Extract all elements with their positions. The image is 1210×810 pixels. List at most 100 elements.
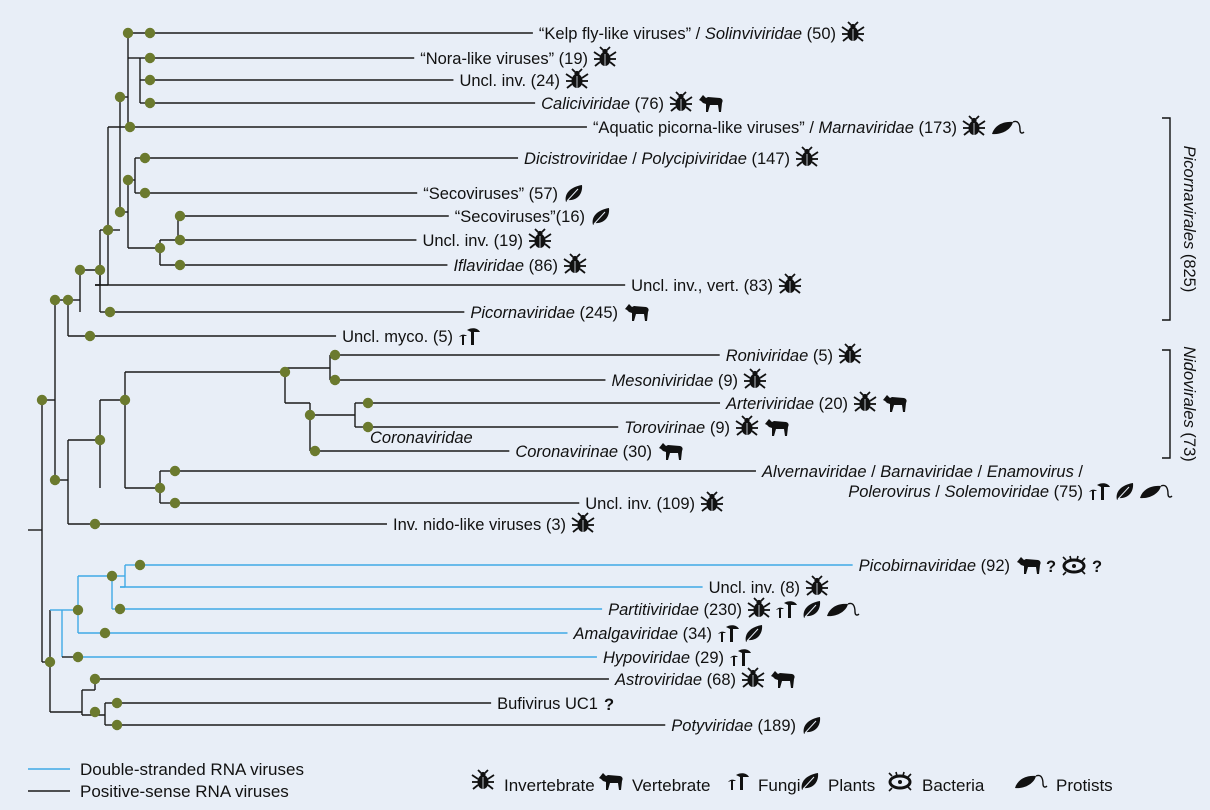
leaf-label-bufi: Bufivirus UC1 xyxy=(497,695,598,713)
protists-icon xyxy=(1015,774,1048,789)
invertebrate-icon xyxy=(795,146,819,167)
tree-node xyxy=(304,409,316,421)
coronaviridae-label: Coronaviridae xyxy=(370,429,473,447)
invertebrate-icon xyxy=(700,491,724,512)
clade-bracket-nidovirales xyxy=(1162,349,1171,459)
invertebrate-icon xyxy=(743,368,767,389)
tree-node xyxy=(111,697,123,709)
leaf-label-potyvir: Potyviridae (189) xyxy=(671,717,796,735)
tree-node xyxy=(114,603,126,615)
vertebrate-icon xyxy=(883,395,907,412)
tree-node xyxy=(106,570,118,582)
invertebrate-icon xyxy=(838,343,862,364)
leaf-label-uncl_inv_8: Uncl. inv. (8) xyxy=(709,579,800,597)
fungi-icon xyxy=(1089,483,1110,500)
tree-node xyxy=(122,174,134,186)
legend-line-label: Double-stranded RNA viruses xyxy=(80,760,304,779)
leaf-label-ronivir: Roniviridae (5) xyxy=(726,347,833,365)
invertebrate-icon xyxy=(593,46,617,67)
bacteria-icon xyxy=(888,771,912,792)
leaf-label-myco: Uncl. myco. (5) xyxy=(342,328,453,346)
tree-node xyxy=(119,394,131,406)
protists-icon xyxy=(992,120,1025,135)
plants-icon xyxy=(1116,483,1134,500)
tree-node xyxy=(89,706,101,718)
tree-node xyxy=(49,294,61,306)
leaf-label-nora: “Nora-like viruses” (19) xyxy=(420,50,588,68)
tree-node xyxy=(74,264,86,276)
leaf-label-amalga: Amalgaviridae (34) xyxy=(573,625,713,643)
fungi-icon xyxy=(718,625,739,642)
vertebrate-icon xyxy=(699,95,723,112)
tree-node xyxy=(102,224,114,236)
legend-host-label: Plants xyxy=(828,776,875,795)
leaf-label-torov: Torovirinae (9) xyxy=(624,419,730,437)
invertebrate-icon xyxy=(962,115,986,136)
tree-node xyxy=(279,366,291,378)
leaf-label-hypovir: Hypoviridae (29) xyxy=(603,649,724,667)
tree-node xyxy=(72,604,84,616)
tree-node xyxy=(114,206,126,218)
invertebrate-icon xyxy=(563,253,587,274)
plants-icon xyxy=(565,185,583,202)
tree-node xyxy=(144,97,156,109)
tree-node xyxy=(154,482,166,494)
leaf-label-uncl_inv_vert: Uncl. inv., vert. (83) xyxy=(631,277,773,295)
leaf-label-dicistro: Dicistroviridae / Polycipiviridae (147) xyxy=(524,150,790,168)
plants-icon xyxy=(801,773,819,790)
unknown-host-mark: ? xyxy=(1046,558,1056,576)
tree-node xyxy=(94,264,106,276)
tree-node xyxy=(144,27,156,39)
invertebrate-icon xyxy=(471,769,495,790)
leaf-label-nido_like: Inv. nido-like viruses (3) xyxy=(393,516,566,534)
tree-node xyxy=(144,52,156,64)
leaf-label-uncl_inv_19: Uncl. inv. (19) xyxy=(422,232,523,250)
leaf-label-picorna: Picornaviridae (245) xyxy=(470,304,618,322)
leaf-label-uncl_inv_24: Uncl. inv. (24) xyxy=(459,72,560,90)
tree-node xyxy=(49,474,61,486)
tree-node xyxy=(169,497,181,509)
tree-node xyxy=(139,187,151,199)
tree-node xyxy=(309,445,321,457)
tree-node xyxy=(154,242,166,254)
legend-host-label: Vertebrate xyxy=(632,776,710,795)
leaf-label-kelp: “Kelp fly-like viruses” / Solinviviridae… xyxy=(539,25,836,43)
tree-node xyxy=(44,656,56,668)
invertebrate-icon xyxy=(741,667,765,688)
fungi-icon xyxy=(776,601,797,618)
tree-node xyxy=(114,91,126,103)
tree-node xyxy=(89,518,101,530)
vertebrate-icon xyxy=(771,671,795,688)
leaf-label-seco16: “Secoviruses”(16) xyxy=(455,208,585,226)
legend-host-label: Invertebrate xyxy=(504,776,595,795)
leaf-label-alverna2: Polerovirus / Solemoviridae (75) xyxy=(848,483,1083,501)
legend-host-label: Protists xyxy=(1056,776,1113,795)
leaf-label-ifla: Iflaviridae (86) xyxy=(453,257,558,275)
tree-node xyxy=(111,719,123,731)
tree-node xyxy=(174,234,186,246)
tree-node xyxy=(362,397,374,409)
invertebrate-icon xyxy=(853,391,877,412)
leaf-label-picobirna: Picobirnaviridae (92) xyxy=(859,557,1010,575)
invertebrate-icon xyxy=(528,228,552,249)
tree-node xyxy=(89,673,101,685)
leaf-label-uncl_inv_109: Uncl. inv. (109) xyxy=(585,495,695,513)
invertebrate-icon xyxy=(565,68,589,89)
tree-node xyxy=(174,210,186,222)
vertebrate-icon xyxy=(599,773,623,790)
fungi-icon xyxy=(730,649,751,666)
legend-line-label: Positive-sense RNA viruses xyxy=(80,782,289,801)
tree-node xyxy=(362,421,374,433)
invertebrate-icon xyxy=(778,273,802,294)
leaf-label-alverna1: Alvernaviridae / Barnaviridae / Enamovir… xyxy=(761,463,1083,481)
tree-node xyxy=(169,465,181,477)
fungi-icon xyxy=(459,328,480,345)
invertebrate-icon xyxy=(669,91,693,112)
invertebrate-icon xyxy=(735,415,759,436)
plants-icon xyxy=(592,208,610,225)
tree-node xyxy=(139,152,151,164)
invertebrate-icon xyxy=(841,21,865,42)
vertebrate-icon xyxy=(1017,557,1041,574)
